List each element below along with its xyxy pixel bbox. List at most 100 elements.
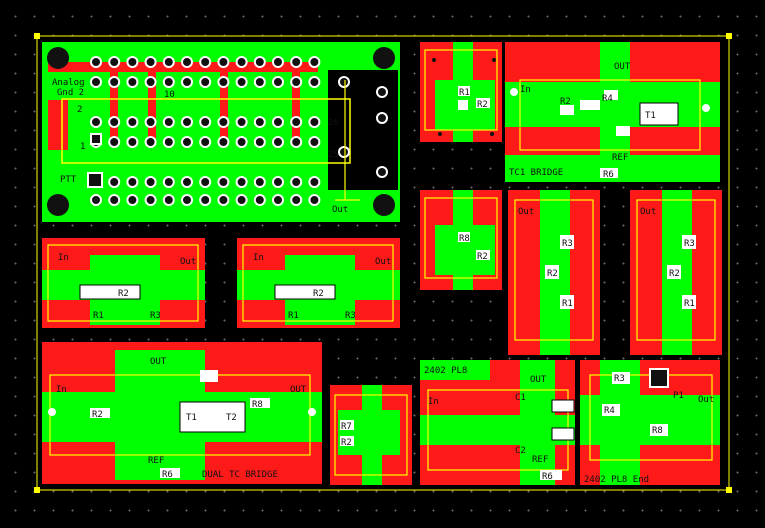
connector-pin [199, 116, 212, 128]
label-pin2: 2 [77, 105, 82, 115]
ref-r2-tc: R2 [560, 97, 571, 107]
connector-pin [253, 56, 266, 68]
connector-pin [217, 76, 230, 88]
att2-out: Out [375, 257, 391, 267]
pl8-end-title: 2402 PL8 End [584, 475, 649, 485]
ref-r3-v1: R3 [562, 239, 573, 249]
corner-marker [34, 33, 40, 39]
ref-r3-att1: R3 [150, 311, 161, 321]
pl8-end-board[interactable]: 2402 PL8 End Out P1 R3 R4 R8 [580, 360, 720, 485]
connector-pin [126, 56, 139, 68]
connector-pin [162, 56, 175, 68]
label-pin25: 25 [328, 150, 339, 160]
dual-bridge-in: In [56, 385, 67, 395]
attenuator-board-2[interactable]: In Out R2 R1 R3 [237, 238, 400, 328]
connector-pin [144, 116, 157, 128]
ref-r1-v2: R1 [684, 299, 695, 309]
dual-bridge-title: DUAL TC BRIDGE [202, 470, 278, 480]
connector-pin [162, 136, 175, 148]
connector-pin [144, 176, 157, 188]
att1-out: Out [180, 257, 196, 267]
connector-pin [217, 176, 230, 188]
ref-r2-att1: R2 [118, 289, 129, 299]
vertical-board-2[interactable]: Out R3 R2 R1 [630, 190, 722, 355]
connector-pin [199, 76, 212, 88]
connector-pin [162, 76, 175, 88]
ref-r1: R1 [459, 88, 470, 98]
att2-in: In [253, 253, 264, 263]
dual-tc-bridge-board[interactable]: DUAL TC BRIDGE In OUT OUT REF T1 T2 R2 R… [42, 342, 322, 484]
attenuator-board-1[interactable]: In Out R2 R1 R3 [42, 238, 205, 328]
connector-pin [290, 136, 303, 148]
ref-r3-v2: R3 [684, 239, 695, 249]
board-outline [36, 35, 730, 491]
connector-pin [181, 56, 193, 68]
connector-pin [290, 56, 303, 68]
connector-pin [253, 176, 266, 188]
label-analog: Analog [52, 78, 85, 88]
connector-pin [272, 116, 284, 128]
ref-r6-pl8: R6 [542, 472, 553, 482]
connector-pin [144, 56, 157, 68]
connector-pin [90, 76, 102, 88]
label-pin1: 1 [80, 142, 85, 152]
pl8-c2: C2 [515, 446, 526, 456]
connector-pin [181, 194, 193, 206]
connector-pin [108, 116, 121, 128]
connector-pin [235, 56, 248, 68]
connector-pin [144, 194, 157, 206]
corner-marker [726, 487, 732, 493]
pl8-in: In [428, 397, 439, 407]
connector-pin [235, 76, 248, 88]
connector-pin [308, 176, 321, 188]
att1-in: In [58, 253, 69, 263]
connector-pin [126, 194, 139, 206]
tc-bridge-ref: REF [612, 153, 628, 163]
small-board-mid[interactable]: R2 R8 [420, 190, 502, 290]
ref-r3-pl8e: R3 [614, 374, 625, 384]
ref-r7-bot: R7 [341, 422, 352, 432]
ref-r8-mid: R8 [459, 234, 470, 244]
connector-pin [272, 76, 284, 88]
connector-pin [217, 116, 230, 128]
connector-pin [181, 76, 193, 88]
connector-pin [199, 194, 212, 206]
small-board-bottom[interactable]: R7 R2 [330, 385, 412, 485]
connector-pin [272, 176, 284, 188]
connector-pin [144, 76, 157, 88]
ref-r1-att2: R1 [288, 311, 299, 321]
connector-pin [290, 76, 303, 88]
connector-pin [217, 136, 230, 148]
v2-out: Out [640, 207, 656, 217]
connector-pin [253, 76, 266, 88]
connector-pin [308, 76, 321, 88]
pl8-ref: REF [532, 455, 548, 465]
connector-board[interactable]: Analog Gnd 2 10 2 1 26 25 PTT Out [42, 42, 400, 222]
small-board-top[interactable]: R2 R1 [420, 42, 502, 142]
connector-pin [108, 194, 121, 206]
vertical-board-1[interactable]: Out R3 R2 R1 [508, 190, 600, 355]
connector-pin [308, 56, 321, 68]
ref-r2-mid: R2 [477, 252, 488, 262]
ref-r6-dual: R6 [162, 470, 173, 480]
connector-pin [108, 76, 121, 88]
ref-r1-att1: R1 [93, 311, 104, 321]
ref-r2-v1: R2 [547, 269, 558, 279]
connector-pin [90, 194, 102, 206]
dual-bridge-t2: T2 [226, 413, 237, 423]
tc-bridge-out: OUT [614, 62, 631, 72]
connector-pin [199, 176, 212, 188]
connector-pin [308, 194, 321, 206]
v1-out: Out [518, 207, 534, 217]
connector-pin [253, 116, 266, 128]
tc-bridge-board[interactable]: TC1 BRIDGE In OUT REF T1 R6 R2 R4 [505, 42, 720, 182]
ref-r2-v2: R2 [669, 269, 680, 279]
tc-bridge-title: TC1 BRIDGE [509, 168, 563, 178]
connector-pin [162, 176, 175, 188]
connector-pin [290, 116, 303, 128]
pl8-board[interactable]: 2402 PL8 In OUT REF C1 C2 R6 [420, 360, 575, 485]
connector-pin [181, 116, 193, 128]
ref-r2-bot: R2 [341, 438, 352, 448]
